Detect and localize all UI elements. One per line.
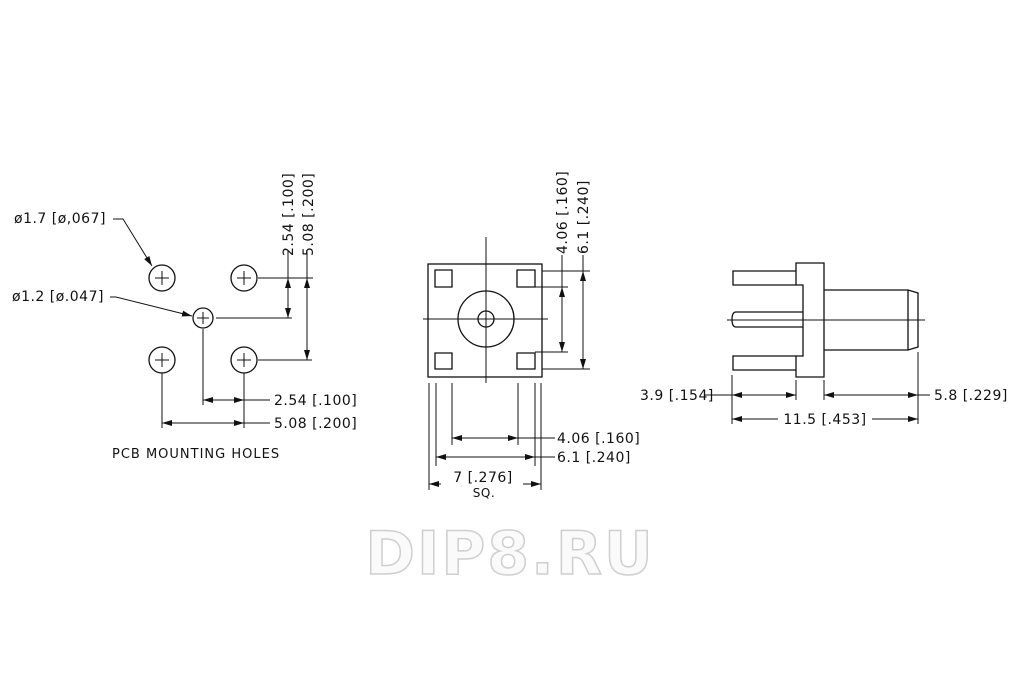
mounting-hole-small <box>192 307 214 329</box>
overall-length-dim: 11.5 [.453] <box>783 412 866 428</box>
mounting-hole-large <box>230 264 258 292</box>
extension-lines <box>428 383 542 490</box>
connector-body <box>427 263 543 378</box>
pin-length-dim: 3.9 [.154] <box>640 388 714 404</box>
extension-lines <box>161 329 245 428</box>
extension-lines <box>535 255 590 370</box>
front-view: 4.06 [.160] 6.1 [.240] 4.06 [.160] 6.1 [… <box>423 171 640 500</box>
vertical-dim-5-08: 5.08 [.200] <box>301 173 317 256</box>
flange <box>795 262 825 378</box>
large-hole-diameter-label: ø1.7 [ø,067] <box>14 211 106 227</box>
top-pin <box>732 270 796 286</box>
body-size-note: SQ. <box>473 486 495 500</box>
pcb-view-title: PCB MOUNTING HOLES <box>112 447 280 462</box>
barrel-length-dim: 5.8 [.229] <box>934 388 1008 404</box>
vertical-dim-6-1: 6.1 [.240] <box>576 180 592 254</box>
small-hole-diameter-label: ø1.2 [ø.047] <box>12 289 104 305</box>
horizontal-dim-6-1: 6.1 [.240] <box>557 450 631 466</box>
extension-lines <box>216 250 313 361</box>
pcb-mounting-holes-view: ø1.7 [ø,067] ø1.2 [ø.047] 2.54 [.100] 5.… <box>12 173 357 462</box>
leader-line <box>110 296 193 317</box>
side-view: 3.9 [.154] 5.8 [.229] 11.5 [.453] <box>640 262 1008 428</box>
body-size-dim: 7 [.276] <box>453 470 512 486</box>
watermark: DIP8.RU <box>365 519 655 589</box>
horizontal-dim-4-06: 4.06 [.160] <box>557 431 640 447</box>
centerlines <box>423 237 548 383</box>
bottom-pin <box>732 355 796 371</box>
mounting-hole-large <box>230 346 258 374</box>
vertical-dim-2-54: 2.54 [.100] <box>281 173 297 256</box>
leader-line <box>113 218 153 267</box>
horizontal-dim-2-54: 2.54 [.100] <box>274 393 357 409</box>
vertical-dim-4-06: 4.06 [.160] <box>555 171 571 254</box>
horizontal-dim-5-08: 5.08 [.200] <box>274 416 357 432</box>
mounting-hole-large <box>148 346 176 374</box>
corner-pins <box>434 269 536 370</box>
extension-lines <box>731 352 919 424</box>
mounting-hole-large <box>148 264 176 292</box>
